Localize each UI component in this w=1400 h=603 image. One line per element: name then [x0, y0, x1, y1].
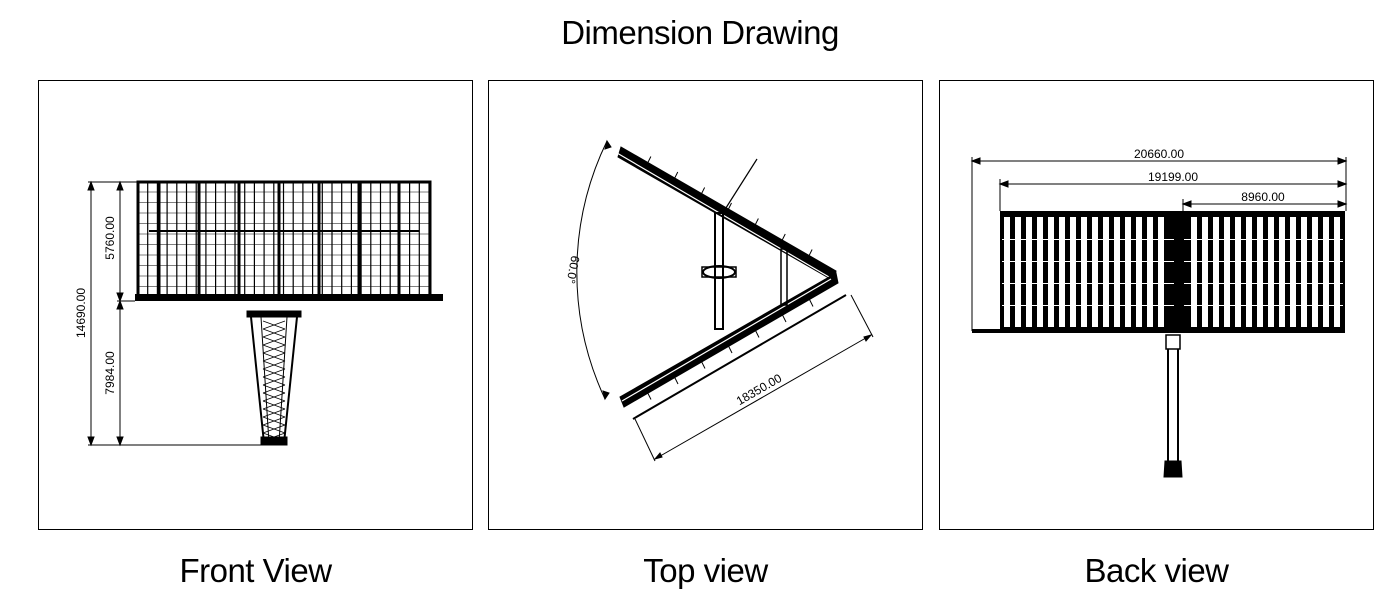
front-column-height-label: 7984.00 [103, 351, 117, 395]
back-view-caption: Back view [1084, 552, 1229, 589]
top-billboard-arms [616, 146, 847, 420]
back-frame-width-label: 19199.00 [1148, 170, 1198, 184]
front-view-drawing: 14690.00 5760.00 7984.00 [74, 180, 443, 447]
front-view-caption: Front View [179, 552, 332, 589]
drawing-title: Dimension Drawing [561, 14, 839, 51]
top-center-column [701, 158, 788, 330]
back-view-drawing: 20660.00 19199.00 8960.00 [970, 147, 1348, 478]
back-view-panel: 20660.00 19199.00 8960.00 [939, 80, 1374, 530]
top-angle-label: 60.0° [564, 255, 583, 285]
back-billboard-face [972, 211, 1345, 333]
back-dimension-lines [970, 157, 1348, 331]
front-billboard-face [135, 180, 443, 301]
back-overall-width-label: 20660.00 [1134, 147, 1184, 161]
top-view-caption: Top view [643, 552, 768, 589]
back-half-width-label: 8960.00 [1241, 190, 1285, 204]
back-support-column [1163, 334, 1183, 478]
top-dimension-lines [576, 139, 874, 462]
top-view-drawing: 60.0° 18350.00 [564, 139, 874, 462]
front-total-height-label: 14690.00 [74, 288, 88, 338]
front-view-panel: 14690.00 5760.00 7984.00 [38, 80, 473, 530]
front-dimension-lines [87, 180, 261, 447]
top-view-panel: 60.0° 18350.00 [488, 80, 923, 530]
front-support-column [246, 310, 302, 446]
front-panel-height-label: 5760.00 [103, 216, 117, 260]
